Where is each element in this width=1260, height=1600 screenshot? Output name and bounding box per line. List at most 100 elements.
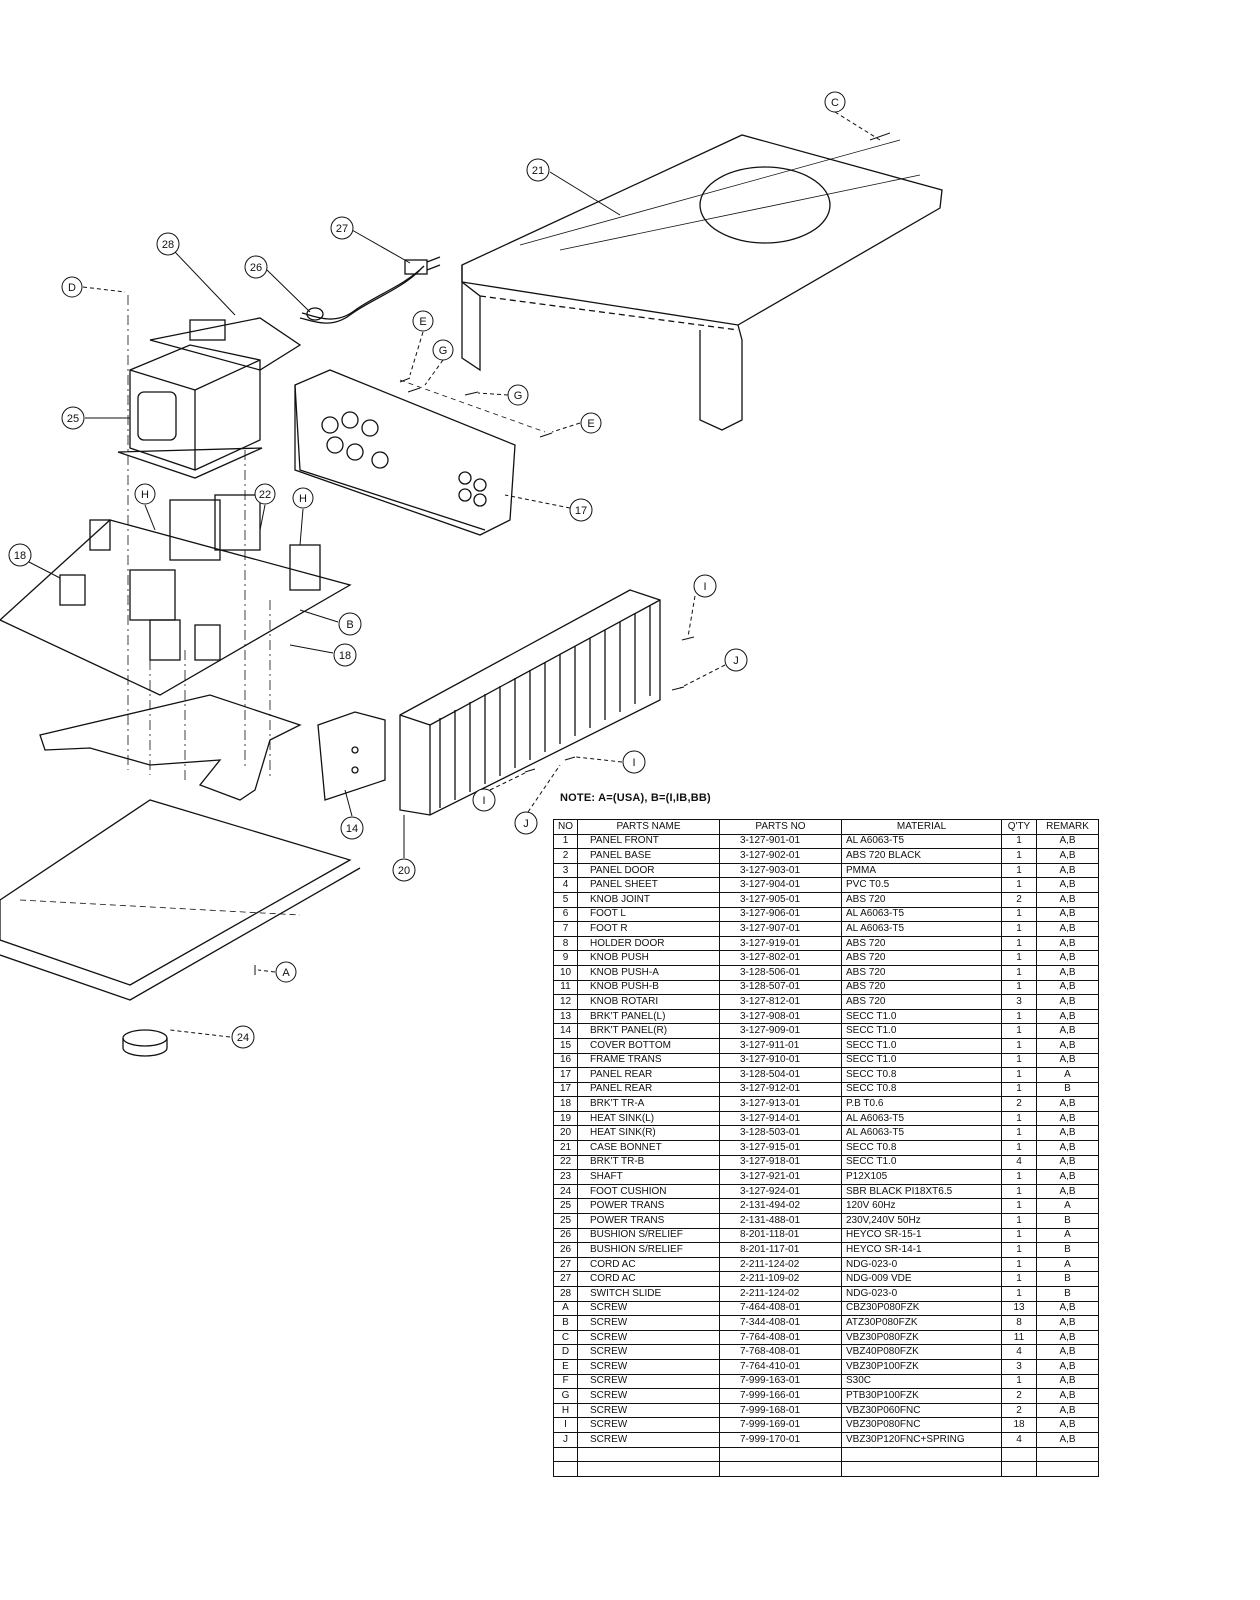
- cell-qty: 4: [1001, 1431, 1037, 1448]
- cell-no: 8: [553, 935, 578, 952]
- cell-no: 9: [553, 950, 578, 966]
- svg-text:E: E: [587, 418, 594, 430]
- cell-parts-no: 3-127-910-01: [719, 1052, 842, 1069]
- cell-parts-name: SCREW: [577, 1373, 720, 1390]
- cell-no: A: [553, 1300, 578, 1317]
- cell-remark: A,B: [1036, 1154, 1099, 1171]
- cell-material: AL A6063-T5: [841, 1125, 1002, 1142]
- cell-remark: A,B: [1036, 1037, 1099, 1054]
- cell-remark: A: [1036, 1198, 1099, 1215]
- cell-parts-name: SCREW: [577, 1344, 720, 1360]
- case-bonnet: [461, 134, 943, 431]
- cell-parts-no: 3-127-802-01: [719, 950, 842, 966]
- cell-parts-no: 8-201-117-01: [719, 1242, 842, 1258]
- cell-qty: 1: [1001, 1067, 1037, 1083]
- cell-parts-name: BRK'T TR-B: [577, 1154, 720, 1171]
- cell-material: SBR BLACK PI18XT6.5: [841, 1183, 1002, 1200]
- cell-remark: A,B: [1036, 1431, 1099, 1448]
- cell-qty: 4: [1001, 1154, 1037, 1171]
- svg-text:26: 26: [250, 262, 262, 274]
- cell-parts-name: CASE BONNET: [577, 1140, 720, 1156]
- header-material: MATERIAL: [841, 819, 1002, 835]
- cell-qty: 1: [1001, 1373, 1037, 1390]
- cell-no: 1: [553, 833, 578, 850]
- cell-remark: A,B: [1036, 1402, 1099, 1419]
- cell-qty: 1: [1001, 1242, 1037, 1258]
- cell-qty: 4: [1001, 1344, 1037, 1360]
- svg-text:H: H: [299, 493, 307, 505]
- cell-no: 11: [553, 979, 578, 996]
- svg-text:24: 24: [237, 1032, 249, 1044]
- cell-no: 19: [553, 1110, 578, 1127]
- svg-text:A: A: [282, 967, 290, 979]
- cell-parts-no: 2-131-488-01: [719, 1213, 842, 1229]
- parts-list-table: NO PARTS NAME PARTS NO MATERIAL Q'TY REM…: [553, 819, 1099, 1477]
- cell-remark: A,B: [1036, 848, 1099, 864]
- cell-parts-no: 3-127-924-01: [719, 1183, 842, 1200]
- bottom-cover: [0, 799, 361, 1001]
- cell-no: [553, 1461, 578, 1477]
- cell-material: ABS 720: [841, 979, 1002, 996]
- svg-text:I: I: [703, 581, 706, 593]
- cell-qty: 1: [1001, 1023, 1037, 1039]
- cell-qty: 1: [1001, 1183, 1037, 1200]
- cell-material: HEYCO SR-15-1: [841, 1227, 1002, 1244]
- cell-material: 230V,240V 50Hz: [841, 1213, 1002, 1229]
- cell-parts-name: SCREW: [577, 1315, 720, 1331]
- svg-text:J: J: [523, 818, 529, 830]
- cell-parts-no: 7-344-408-01: [719, 1315, 842, 1331]
- cell-parts-name: CORD AC: [577, 1271, 720, 1287]
- cell-parts-no: 3-128-507-01: [719, 979, 842, 996]
- cell-no: 4: [553, 877, 578, 893]
- cell-material: ABS 720: [841, 891, 1002, 908]
- cell-no: 28: [553, 1286, 578, 1302]
- cell-no: 26: [553, 1242, 578, 1258]
- cell-qty: 1: [1001, 1008, 1037, 1025]
- cell-remark: [1036, 1461, 1099, 1477]
- cell-remark: A,B: [1036, 964, 1099, 981]
- callout-text: C: [831, 97, 839, 109]
- cell-no: 27: [553, 1271, 578, 1287]
- svg-text:18: 18: [14, 550, 26, 562]
- cell-remark: A,B: [1036, 1023, 1099, 1039]
- cell-remark: A,B: [1036, 1169, 1099, 1185]
- cell-material: NDG-023-0: [841, 1256, 1002, 1273]
- cell-parts-no: [719, 1446, 842, 1463]
- svg-text:J: J: [733, 655, 739, 667]
- cell-material: HEYCO SR-14-1: [841, 1242, 1002, 1258]
- cell-parts-name: PANEL FRONT: [577, 833, 720, 850]
- cell-qty: 1: [1001, 877, 1037, 893]
- cell-no: F: [553, 1373, 578, 1390]
- cell-qty: 2: [1001, 1402, 1037, 1419]
- cell-no: D: [553, 1344, 578, 1360]
- cell-parts-name: KNOB JOINT: [577, 891, 720, 908]
- cell-remark: A,B: [1036, 891, 1099, 908]
- cell-remark: A,B: [1036, 833, 1099, 850]
- cell-qty: [1001, 1446, 1037, 1463]
- frame-trans: [39, 694, 302, 801]
- cell-material: ABS 720 BLACK: [841, 848, 1002, 864]
- svg-text:G: G: [439, 345, 448, 357]
- header-parts-no: PARTS NO: [719, 819, 842, 835]
- cell-parts-no: 3-127-913-01: [719, 1096, 842, 1112]
- cell-remark: A,B: [1036, 921, 1099, 937]
- cell-remark: A,B: [1036, 1315, 1099, 1331]
- cell-parts-name: SCREW: [577, 1417, 720, 1433]
- cell-parts-name: KNOB PUSH: [577, 950, 720, 966]
- cell-parts-no: 7-999-168-01: [719, 1402, 842, 1419]
- table-note: NOTE: A=(USA), B=(I,IB,BB): [560, 792, 711, 804]
- cell-parts-name: SCREW: [577, 1329, 720, 1346]
